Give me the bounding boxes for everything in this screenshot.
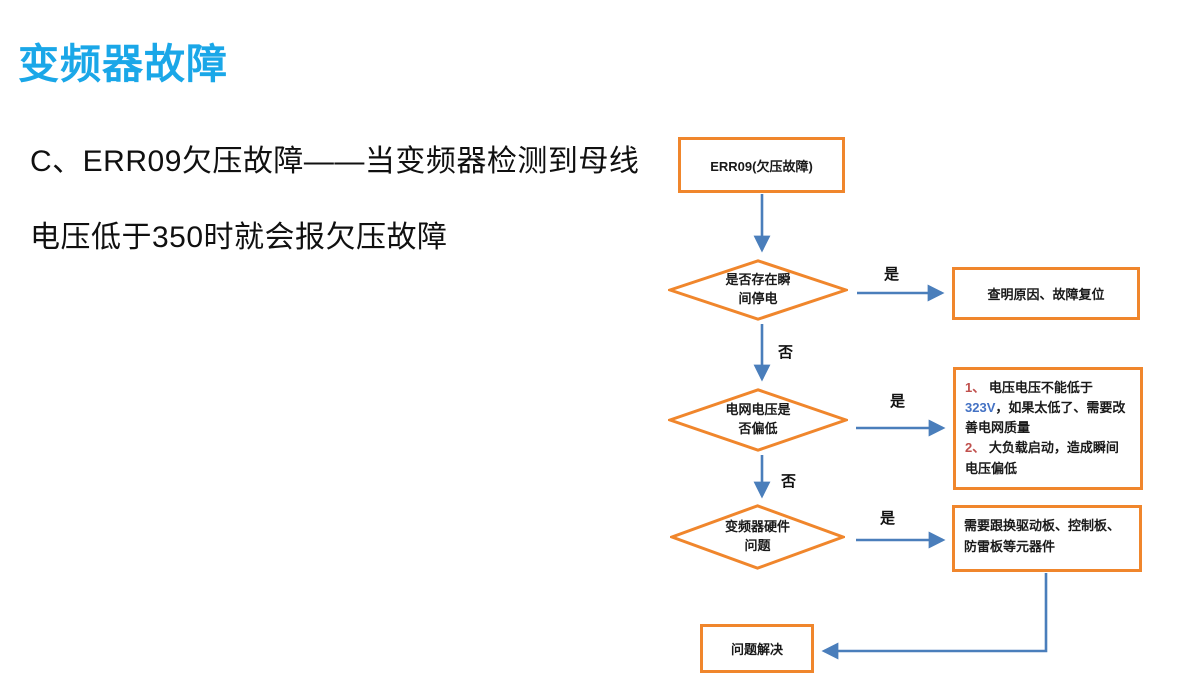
action2-item2-text: 大负载启动，造成瞬间电压偏低 bbox=[965, 440, 1119, 476]
decision1-label: 是否存在瞬 间停电 bbox=[725, 272, 791, 306]
description-line-2: 电压低于350时就会报欠压故障 bbox=[30, 221, 448, 254]
decision3-label: 变频器硬件 问题 bbox=[724, 519, 790, 553]
action2-item1-number: 1、 bbox=[965, 380, 986, 395]
diamond-shape bbox=[668, 388, 848, 452]
diamond-shape bbox=[670, 504, 845, 570]
no-label-2: 否 bbox=[781, 473, 797, 490]
action1-label: 查明原因、故障复位 bbox=[987, 287, 1105, 302]
action-box-reset-fault: 查明原因、故障复位 bbox=[952, 267, 1140, 320]
yes-label-2: 是 bbox=[890, 393, 906, 410]
diamond-shape bbox=[668, 259, 848, 321]
start-box-err09: ERR09(欠压故障) bbox=[678, 137, 845, 193]
action-box-replace-boards: 需要跟换驱动板、控制板、防雷板等元器件 bbox=[952, 505, 1142, 572]
start-box-label: ERR09(欠压故障) bbox=[710, 158, 813, 174]
decision2-label: 电网电压是 否偏低 bbox=[725, 402, 791, 436]
decision-inverter-hardware: 变频器硬件 问题 bbox=[670, 504, 845, 570]
action2-text: 1、 电压电压不能低于 323V，如果太低了、需要改善电网质量 2、 大负载启动，… bbox=[965, 378, 1131, 479]
arrow-action3-to-end bbox=[821, 573, 1048, 660]
action2-item2-number: 2、 bbox=[965, 440, 986, 456]
no-label-1: 否 bbox=[778, 344, 794, 361]
decision-grid-voltage-low: 电网电压是 否偏低 bbox=[668, 388, 848, 452]
action2-item1-pre: 电压电压不能低于 bbox=[985, 380, 1093, 395]
decision-instant-power-loss: 是否存在瞬 间停电 bbox=[668, 259, 848, 321]
action2-item1-post: ，如果太低了、需要改善电网质量 bbox=[965, 400, 1126, 436]
yes-label-3: 是 bbox=[880, 510, 896, 527]
end-box-label: 问题解决 bbox=[730, 642, 783, 657]
action2-voltage-value: 323V bbox=[965, 400, 996, 416]
yes-label-1: 是 bbox=[884, 266, 900, 283]
end-box-problem-solved: 问题解决 bbox=[700, 624, 814, 673]
action3-label: 需要跟换驱动板、控制板、防雷板等元器件 bbox=[964, 518, 1121, 554]
description-line-1: C、ERR09欠压故障——当变频器检测到母线 bbox=[30, 145, 640, 178]
action-box-grid-voltage-advice: 1、 电压电压不能低于 323V，如果太低了、需要改善电网质量 2、 大负载启动，… bbox=[953, 367, 1143, 490]
slide-title: 变频器故障 bbox=[18, 41, 228, 87]
